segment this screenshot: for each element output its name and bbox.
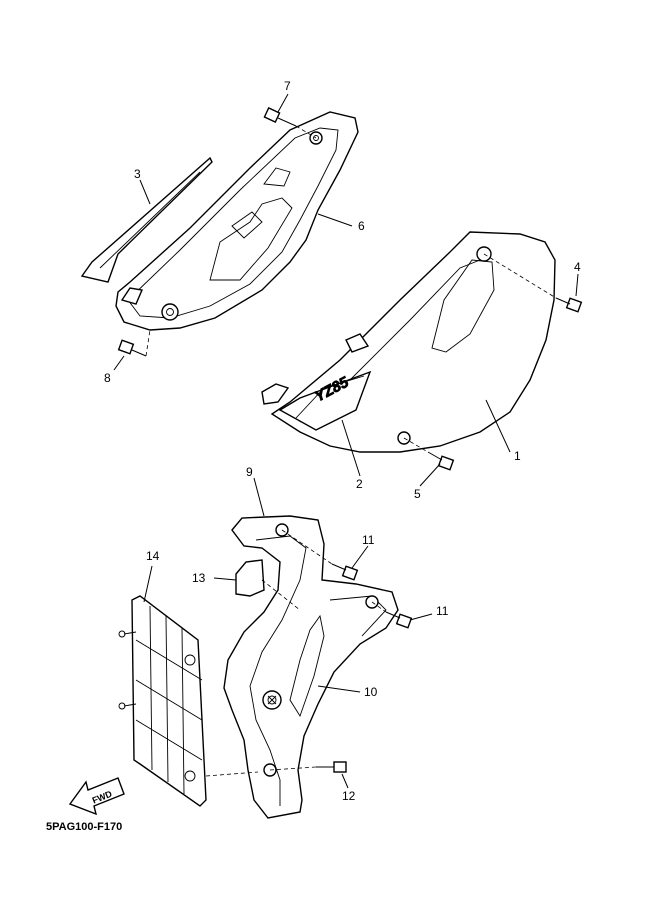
bolt-8-icon bbox=[117, 339, 147, 357]
bolt-4-icon bbox=[555, 297, 583, 313]
bolt-11a-icon bbox=[331, 563, 359, 581]
callout-13: 13 bbox=[192, 571, 206, 585]
callout-11b: 11 bbox=[436, 604, 449, 618]
callout-8: 8 bbox=[104, 371, 111, 385]
part-2-decal: YZ85 bbox=[278, 370, 372, 431]
fwd-arrow-icon: FWD bbox=[68, 777, 125, 816]
diagram-code: 5PAG100-F170 bbox=[46, 821, 122, 833]
leader-lines bbox=[113, 93, 579, 789]
bolt-5-icon bbox=[427, 451, 455, 471]
callout-6: 6 bbox=[358, 219, 365, 233]
callout-10: 10 bbox=[364, 685, 378, 699]
assembly-lines bbox=[145, 125, 557, 777]
part-9-radiator-shroud bbox=[223, 515, 399, 819]
callout-9: 9 bbox=[246, 465, 253, 479]
callout-2: 2 bbox=[356, 477, 363, 491]
bolt-12-icon bbox=[316, 761, 347, 773]
callout-7: 7 bbox=[284, 79, 291, 93]
callout-12: 12 bbox=[342, 789, 356, 803]
callout-4: 4 bbox=[574, 260, 581, 274]
callout-3: 3 bbox=[134, 167, 141, 181]
bolt-11b-icon bbox=[385, 611, 413, 629]
callout-11a: 11 bbox=[362, 533, 375, 547]
part-13-pad bbox=[235, 559, 265, 597]
part-3-decal bbox=[80, 156, 213, 283]
part-14-radiator-guard bbox=[118, 595, 207, 807]
callout-14: 14 bbox=[146, 549, 160, 563]
part-6-side-cover bbox=[115, 111, 359, 331]
callout-1: 1 bbox=[514, 449, 521, 463]
bolt-7-icon bbox=[263, 107, 297, 127]
callout-5: 5 bbox=[414, 487, 421, 501]
